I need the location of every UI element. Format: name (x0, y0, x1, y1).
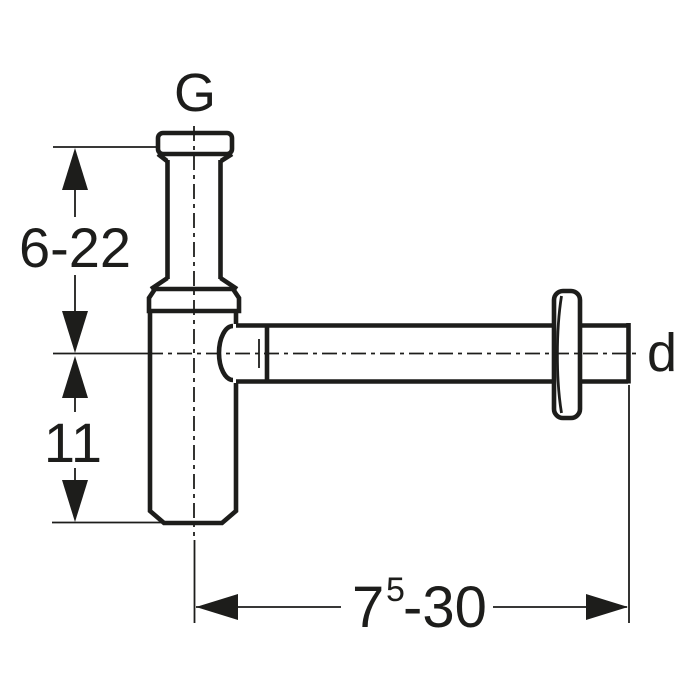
arrow-down-icon (62, 480, 88, 522)
inlet-nut-taper (156, 152, 234, 163)
dimension-body-depth: 11 (44, 356, 162, 524)
dimension-label-outlet-rest: -30 (403, 575, 487, 640)
arrow-up-icon (62, 356, 88, 398)
trap-cup-body (147, 311, 239, 526)
arrow-down-icon (62, 311, 88, 353)
label-inlet-thread-G: G (174, 63, 216, 123)
dimension-label-inlet-height: 6-22 (19, 216, 131, 279)
arrow-right-icon (586, 594, 628, 620)
arrow-up-icon (62, 148, 88, 190)
connection-labels: G d (174, 63, 677, 383)
dimension-inlet-height: 6-22 (19, 146, 156, 355)
inlet-nut (155, 130, 235, 157)
inlet-pipe (165, 160, 223, 279)
dimension-outlet-length: 7 5 -30 (193, 385, 630, 640)
trap-outline-group (146, 130, 631, 526)
wall-flange (551, 288, 583, 421)
dimension-label-body-depth: 11 (44, 411, 102, 474)
arrow-left-icon (196, 594, 238, 620)
dimension-label-outlet-superscript: 5 (386, 571, 405, 609)
dimension-label-outlet-base: 7 (352, 575, 384, 640)
centerline-group (148, 126, 641, 536)
label-outlet-diameter-d: d (647, 323, 677, 383)
wall-flange-inner-curve (556, 295, 563, 414)
